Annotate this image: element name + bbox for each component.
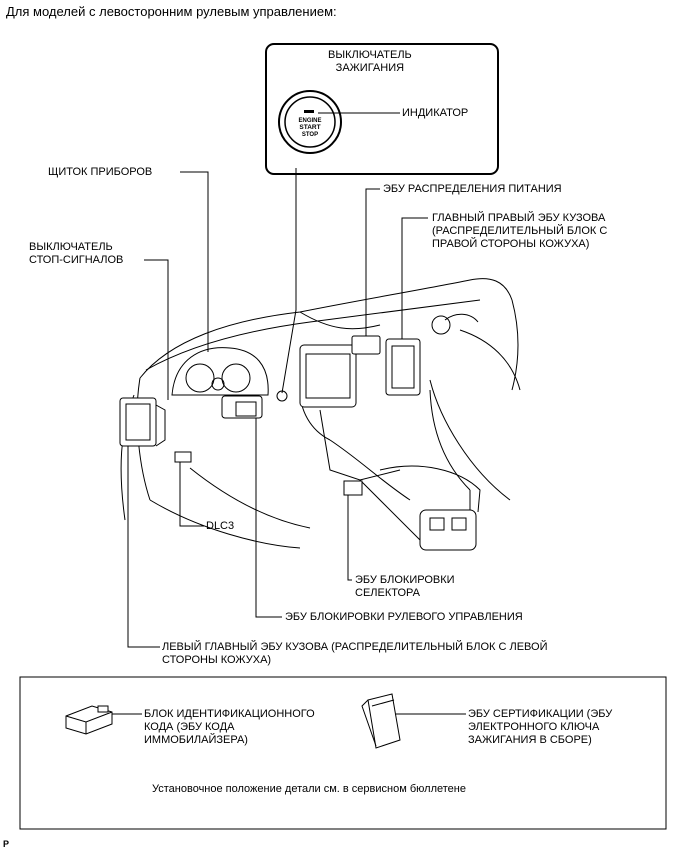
power-distribution-ecu-part [351,335,381,355]
label-steering-lock-ecu: ЭБУ БЛОКИРОВКИ РУЛЕВОГО УПРАВЛЕНИЯ [285,611,523,623]
button-label-stop: STOP [302,132,318,138]
label-id-code-box: БЛОК ИДЕНТИФИКАЦИОННОГО КОДА (ЭБУ КОДА И… [144,708,315,746]
certification-ecu-part [361,693,401,749]
instrument-cluster [171,347,269,396]
label-shift-lock-ecu: ЭБУ БЛОКИРОВКИ СЕЛЕКТОРА [355,574,455,599]
steering-column-parts [221,390,288,419]
leader-right-body [401,217,428,339]
label-right-body-ecu: ГЛАВНЫЙ ПРАВЫЙ ЭБУ КУЗОВА (РАСПРЕДЕЛИТЕЛ… [432,212,608,250]
leader-stop-light [144,259,169,400]
shift-lock-ecu-part [343,480,363,496]
label-indicator: ИНДИКАТОР [402,107,469,119]
engine-start-button: ENGINE START STOP [278,90,342,154]
center-console [299,344,481,551]
label-power-distribution-ecu: ЭБУ РАСПРЕДЕЛЕНИЯ ПИТАНИЯ [383,183,562,195]
page-header: Для моделей с левосторонним рулевым упра… [6,4,337,19]
button-label-start: START [299,124,320,131]
id-code-box-part [65,705,113,735]
label-combination-meter: ЩИТОК ПРИБОРОВ [48,166,153,178]
label-dlc3: DLC3 [206,520,235,532]
leader-steering-lock [255,418,282,618]
left-body-ecu-part [119,397,166,447]
label-stop-light-switch: ВЫКЛЮЧАТЕЛЬ СТОП-СИГНАЛОВ [29,241,124,266]
dlc3-connector [174,451,192,463]
corner-mark: P [3,839,10,849]
leader-left-body [127,446,160,648]
button-label-engine: ENGINE [298,118,321,124]
label-certification-ecu: ЭБУ СЕРТИФИКАЦИИ (ЭБУ ЭЛЕКТРОННОГО КЛЮЧА… [468,708,613,746]
label-ignition-switch: ВЫКЛЮЧАТЕЛЬ ЗАЖИГАНИЯ [328,49,412,74]
leader-dlc3 [179,462,204,527]
parts-legend-box [19,676,667,830]
footnote: Установочное положение детали см. в серв… [152,783,466,795]
leader-ignition [281,168,297,394]
dashboard-outline [120,278,521,549]
leader-shift-lock [347,495,352,581]
leader-combination-meter [180,171,209,352]
right-body-ecu-part [385,338,421,396]
label-left-body-ecu: ЛЕВЫЙ ГЛАВНЫЙ ЭБУ КУЗОВА (РАСПРЕДЕЛИТЕЛЬ… [162,641,548,666]
leader-power-dist [365,188,380,336]
